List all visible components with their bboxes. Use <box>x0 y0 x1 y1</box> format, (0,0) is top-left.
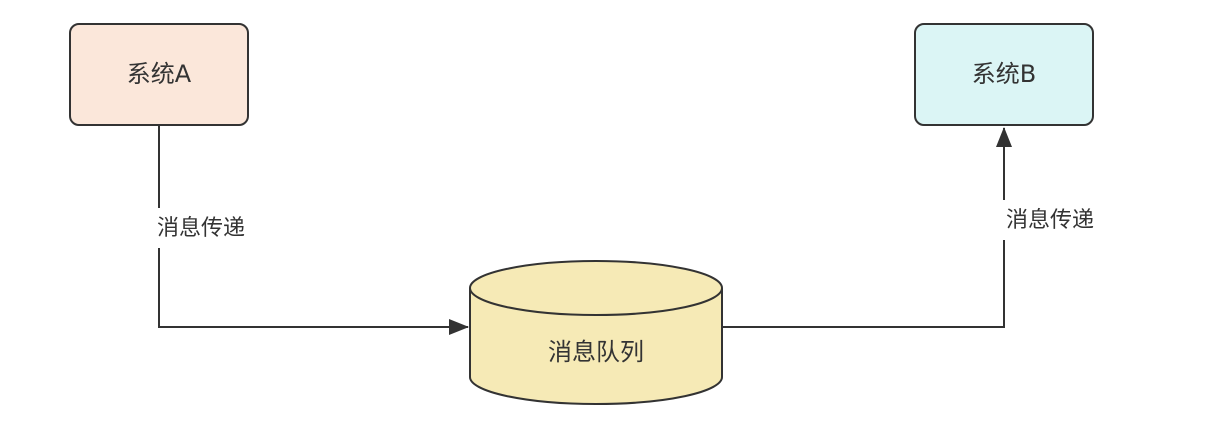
message-queue-node[interactable]: 消息队列 <box>469 260 723 405</box>
system-b-label: 系统B <box>972 60 1036 88</box>
edge-queue-to-b: 消息传递 <box>723 127 1136 328</box>
edge-a-label-bg <box>150 208 290 248</box>
queue-cylinder-top <box>469 260 723 316</box>
system-b-node[interactable]: 系统B <box>914 23 1094 126</box>
edge-queue-to-b-line <box>723 127 1012 328</box>
queue-cylinder-body <box>469 288 723 405</box>
system-a-box <box>69 23 249 126</box>
edge-a-to-queue-line <box>158 126 469 335</box>
edge-b-label-bg <box>996 200 1136 240</box>
system-b-box <box>914 23 1094 126</box>
system-a-node[interactable]: 系统A <box>69 23 249 126</box>
edge-a-to-queue: 消息传递 <box>150 126 469 335</box>
edge-a-label: 消息传递 <box>157 216 245 241</box>
system-a-label: 系统A <box>127 60 192 88</box>
queue-label: 消息队列 <box>548 338 644 366</box>
edge-b-label: 消息传递 <box>1006 208 1094 233</box>
